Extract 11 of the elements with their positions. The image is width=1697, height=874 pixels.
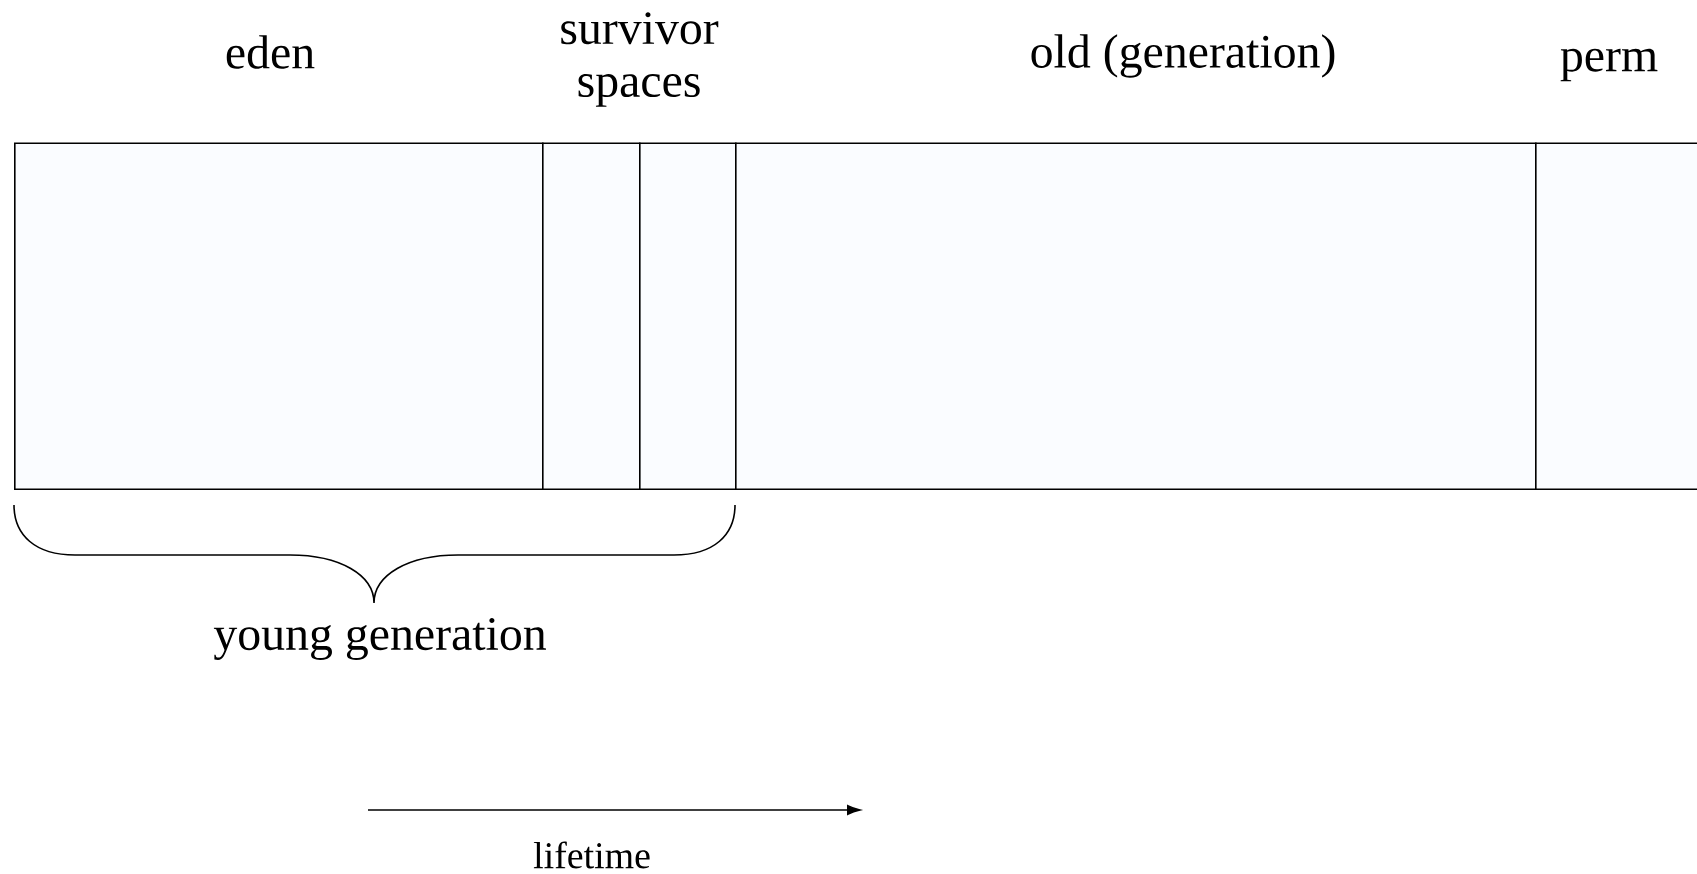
brace-label: young generation: [213, 618, 546, 660]
memory-region-box: old (generation): [735, 34, 1537, 490]
node-label: perm: [1560, 48, 1658, 82]
heading-label: survivor spaces: [561, 12, 719, 107]
survivor-space-box: [542, 142, 641, 490]
memory-region-box: eden: [14, 35, 544, 490]
node-label: old (generation): [1031, 34, 1335, 78]
node-label: eden: [226, 35, 315, 69]
survivor-space-box: [639, 142, 737, 490]
memory-region-box: perm: [1535, 48, 1697, 490]
arrow-label: lifetime: [533, 841, 650, 869]
